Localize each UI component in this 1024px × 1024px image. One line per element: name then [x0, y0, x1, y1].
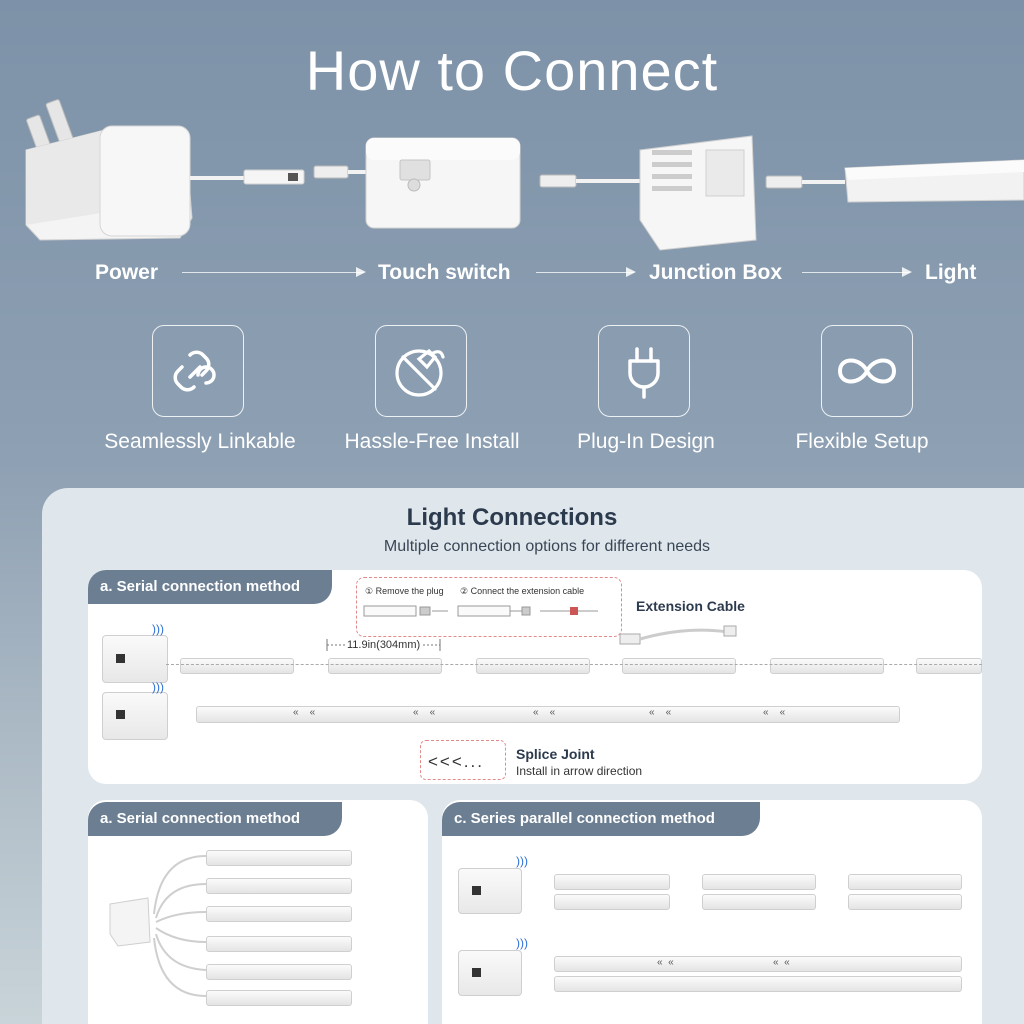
light-segment: [206, 936, 352, 952]
flow-arrow-2: [536, 267, 636, 277]
light-segment: [206, 878, 352, 894]
touch-controller-image: [102, 635, 168, 683]
light-segment: [328, 658, 442, 674]
wireless-signal-icon: ))): [152, 680, 164, 694]
light-segment: [702, 894, 816, 910]
light-segment: [848, 874, 962, 890]
light-segment: [206, 990, 352, 1006]
page-title: How to Connect: [305, 39, 719, 102]
spliced-light-bar: « « « « « « « « « «: [196, 706, 900, 723]
light-segment: [206, 906, 352, 922]
light-segment: [554, 894, 670, 910]
light-segment: [180, 658, 294, 674]
arrow-direction-icon: « «: [649, 707, 672, 718]
extension-cable-label: Extension Cable: [636, 598, 745, 614]
step-light-label: Light: [925, 261, 977, 284]
flow-arrow-3: [802, 267, 912, 277]
splice-callout: [420, 740, 506, 780]
touch-controller-image: [458, 950, 522, 996]
controller-port-icon: [472, 968, 481, 977]
touch-switch-image: [365, 137, 521, 229]
extension-callout: [356, 577, 622, 637]
parallel-connection-tag: a. Serial connection method: [88, 802, 342, 836]
step-power-label: Power: [95, 261, 159, 284]
infinity-icon: [821, 325, 913, 417]
wireless-signal-icon: ))): [152, 622, 164, 636]
touch-controller-image: [102, 692, 168, 740]
light-connections-title: Light Connections: [406, 504, 618, 531]
arrow-direction-icon: « «: [657, 957, 674, 968]
parallel-wiring-illustration: [109, 855, 207, 997]
arrow-direction-icon: « «: [763, 707, 786, 718]
light-segment: [770, 658, 884, 674]
arrow-direction-icon: « «: [533, 707, 556, 718]
connection-cable: [166, 664, 982, 666]
arrow-direction-icon: « «: [293, 707, 316, 718]
feature-label-linkable: Seamlessly Linkable: [104, 430, 296, 453]
link-icon: [152, 325, 244, 417]
controller-port-icon: [472, 886, 481, 895]
splice-joint-title: Splice Joint: [516, 746, 595, 762]
plug-icon: [598, 325, 690, 417]
step-junction-box-label: Junction Box: [649, 261, 783, 284]
power-adapter-image: [25, 99, 193, 241]
light-connections-subtitle: Multiple connection options for differen…: [383, 538, 711, 555]
spliced-light-bar: [554, 976, 962, 992]
splice-joint-subtitle: Install in arrow direction: [516, 764, 643, 778]
feature-label-plugin: Plug-In Design: [577, 430, 715, 453]
wireless-signal-icon: ))): [516, 854, 528, 868]
no-drill-icon: [375, 325, 467, 417]
extension-cable-image: [619, 625, 737, 645]
serial-connection-tag: a. Serial connection method: [88, 570, 332, 604]
feature-label-flexible: Flexible Setup: [795, 430, 929, 453]
wireless-signal-icon: ))): [516, 936, 528, 950]
junction-box-image: [639, 135, 757, 251]
arrow-direction-icon: « «: [773, 957, 790, 968]
light-segment: [702, 874, 816, 890]
controller-port-icon: [116, 710, 125, 719]
connect-extension-step: ② Connect the extension cable: [460, 586, 585, 596]
remove-plug-step: ① Remove the plug: [365, 586, 444, 596]
series-parallel-tag: c. Series parallel connection method: [442, 802, 760, 836]
light-segment: [916, 658, 982, 674]
light-segment: [476, 658, 590, 674]
controller-port-icon: [116, 654, 125, 663]
spliced-light-bar: « « « «: [554, 956, 962, 972]
extension-steps-illustration: [363, 605, 598, 617]
touch-controller-image: [458, 868, 522, 914]
device-flow-illustration: [25, 99, 1024, 251]
splice-arrows-icon: <<<...: [428, 752, 484, 771]
light-bar-image: [844, 159, 1024, 203]
serial-connection-card: [88, 570, 982, 784]
feature-label-install: Hassle-Free Install: [344, 430, 520, 453]
light-segment: [848, 894, 962, 910]
light-segment: [622, 658, 736, 674]
arrow-direction-icon: « «: [413, 707, 436, 718]
segment-length-label: 11.9in(304mm): [345, 639, 423, 651]
light-segment: [206, 964, 352, 980]
light-segment: [206, 850, 352, 866]
step-touch-switch-label: Touch switch: [378, 261, 511, 284]
light-segment: [554, 874, 670, 890]
flow-arrow-1: [182, 267, 366, 277]
